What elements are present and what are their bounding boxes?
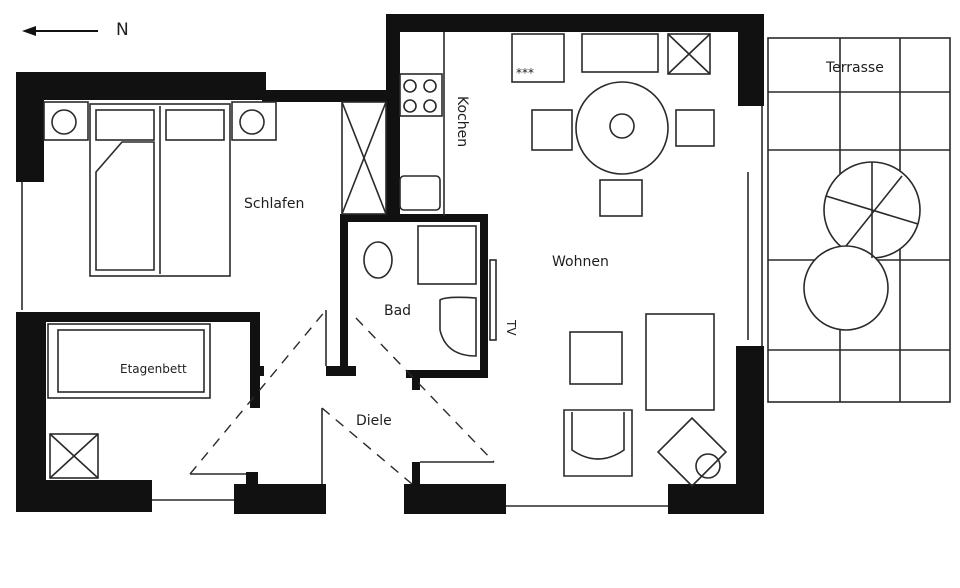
north-arrow-icon <box>22 26 98 36</box>
room-label-bad: Bad <box>384 303 412 319</box>
room-label-terrasse: Terrasse <box>826 60 884 76</box>
room-label-kochen: Kochen <box>454 96 470 148</box>
appliance-mark: *** <box>516 66 534 80</box>
walls <box>16 14 764 514</box>
room-label-schlafen: Schlafen <box>244 196 305 212</box>
room-label-diele: Diele <box>356 413 392 429</box>
door-edges <box>190 310 494 484</box>
tv-label: TV <box>504 320 518 336</box>
room-label-wohnen: Wohnen <box>552 254 609 270</box>
door-swings <box>189 309 495 485</box>
thin-lines <box>21 32 951 507</box>
compass-label: N <box>116 20 129 40</box>
room-label-etagenbett: Etagenbett <box>120 362 187 376</box>
